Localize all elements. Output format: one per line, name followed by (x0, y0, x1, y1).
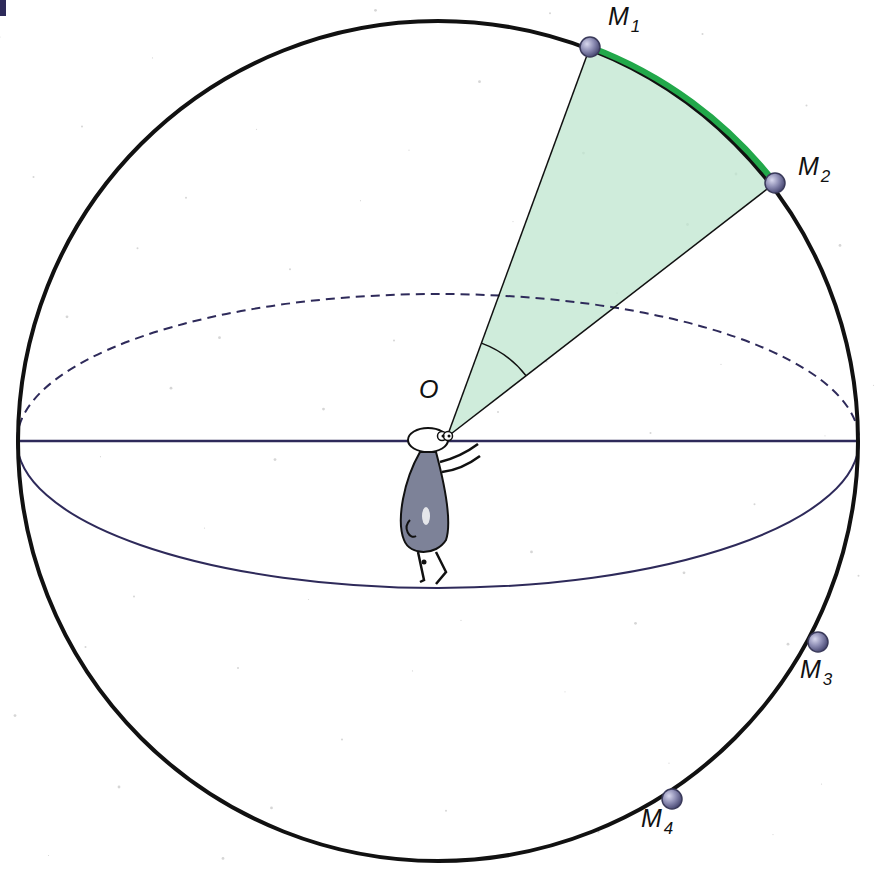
point-label: M1 (608, 4, 640, 29)
background-star (683, 571, 686, 574)
observer-figure (401, 428, 480, 584)
background-star (824, 435, 825, 436)
background-star (858, 575, 860, 577)
star-point (580, 37, 600, 57)
background-star (460, 620, 461, 621)
background-star (270, 807, 273, 810)
background-star (720, 364, 721, 365)
background-star (222, 857, 225, 860)
background-star (787, 643, 790, 646)
equator-back (17, 294, 859, 441)
background-star (0, 36, 1, 37)
background-star (137, 247, 139, 249)
background-star (360, 200, 361, 201)
background-star (48, 855, 49, 856)
arc-m1-m2 (590, 47, 775, 183)
background-star (873, 385, 874, 386)
sphere-outline (18, 21, 858, 861)
background-star (806, 105, 808, 107)
star-point (765, 173, 785, 193)
background-star (412, 670, 413, 671)
background-star (322, 408, 325, 411)
point-label: M4 (641, 806, 673, 831)
background-star (185, 197, 187, 199)
background-star (393, 340, 395, 342)
corner-mark (0, 0, 6, 16)
background-star (497, 411, 499, 413)
background-star (650, 432, 652, 434)
background-star (274, 458, 277, 461)
background-star (668, 763, 669, 764)
background-star (66, 315, 69, 318)
background-star (634, 622, 637, 625)
point-label: M2 (798, 154, 830, 179)
background-star (549, 12, 551, 14)
background-star (204, 528, 205, 529)
point-label: O (419, 377, 438, 402)
background-star (289, 268, 291, 270)
background-star (81, 125, 83, 127)
angle-sector (447, 47, 775, 437)
background-star (218, 336, 221, 339)
background-star (118, 786, 121, 789)
background-star (512, 221, 513, 222)
background-star (100, 456, 101, 457)
background-star (33, 176, 35, 178)
background-star (237, 667, 239, 669)
background-star (133, 596, 135, 598)
background-star (152, 57, 153, 58)
equator-front (17, 441, 859, 588)
star-point (662, 789, 682, 809)
point-label: M3 (800, 657, 832, 682)
background-star (772, 834, 773, 835)
background-star (702, 33, 704, 35)
background-star (374, 9, 377, 12)
background-star (408, 150, 409, 151)
background-star (564, 691, 565, 692)
angle-mark (481, 343, 526, 376)
background-star (530, 551, 533, 554)
star-point (808, 632, 828, 652)
background-star (445, 810, 447, 812)
background-star (754, 503, 756, 505)
background-star (256, 129, 257, 130)
background-star (341, 738, 343, 740)
background-star (839, 244, 842, 247)
background-star (478, 80, 481, 83)
background-star (85, 646, 87, 648)
background-star (170, 387, 173, 390)
ray-to-m1 (447, 47, 590, 437)
background-star (821, 784, 822, 785)
ray-to-m2 (447, 183, 775, 437)
star-points (580, 37, 828, 809)
background-star (308, 599, 309, 600)
background-star (14, 714, 17, 717)
